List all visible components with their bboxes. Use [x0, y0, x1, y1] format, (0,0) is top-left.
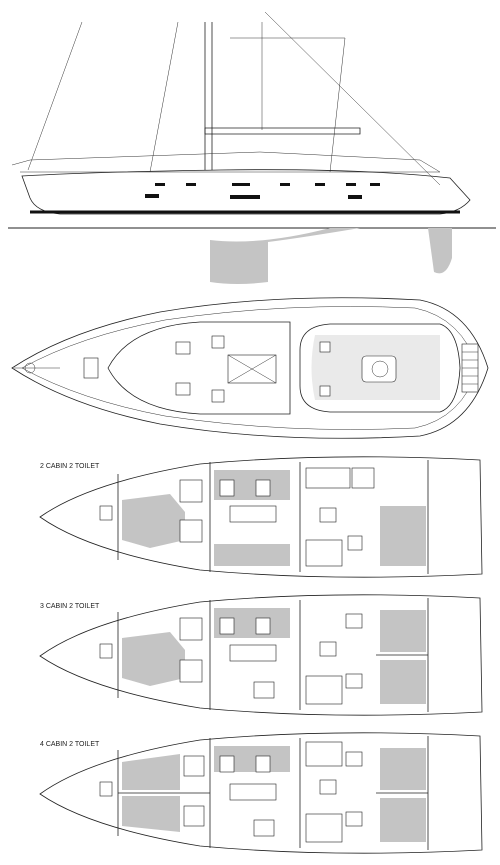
hull-profile	[21, 169, 471, 215]
deck-outline	[11, 297, 489, 439]
hull-outline	[39, 732, 483, 854]
hull-outline	[39, 594, 483, 716]
rudder	[428, 228, 452, 274]
layout-2-cabin-2-toilet: 2 CABIN 2 TOILET	[39, 456, 483, 578]
deck-plan	[11, 297, 489, 439]
layout-label: 2 CABIN 2 TOILET	[40, 463, 100, 470]
sail-plan-profile	[8, 11, 496, 284]
layout-label: 4 CABIN 2 TOILET	[40, 741, 100, 748]
layout-3-cabin-2-toilet: 3 CABIN 2 TOILET	[39, 594, 483, 716]
keel	[60, 228, 360, 284]
layout-4-cabin-2-toilet: 4 CABIN 2 TOILET	[39, 732, 483, 854]
hull-outline	[39, 456, 483, 578]
layout-label: 3 CABIN 2 TOILET	[40, 603, 100, 610]
